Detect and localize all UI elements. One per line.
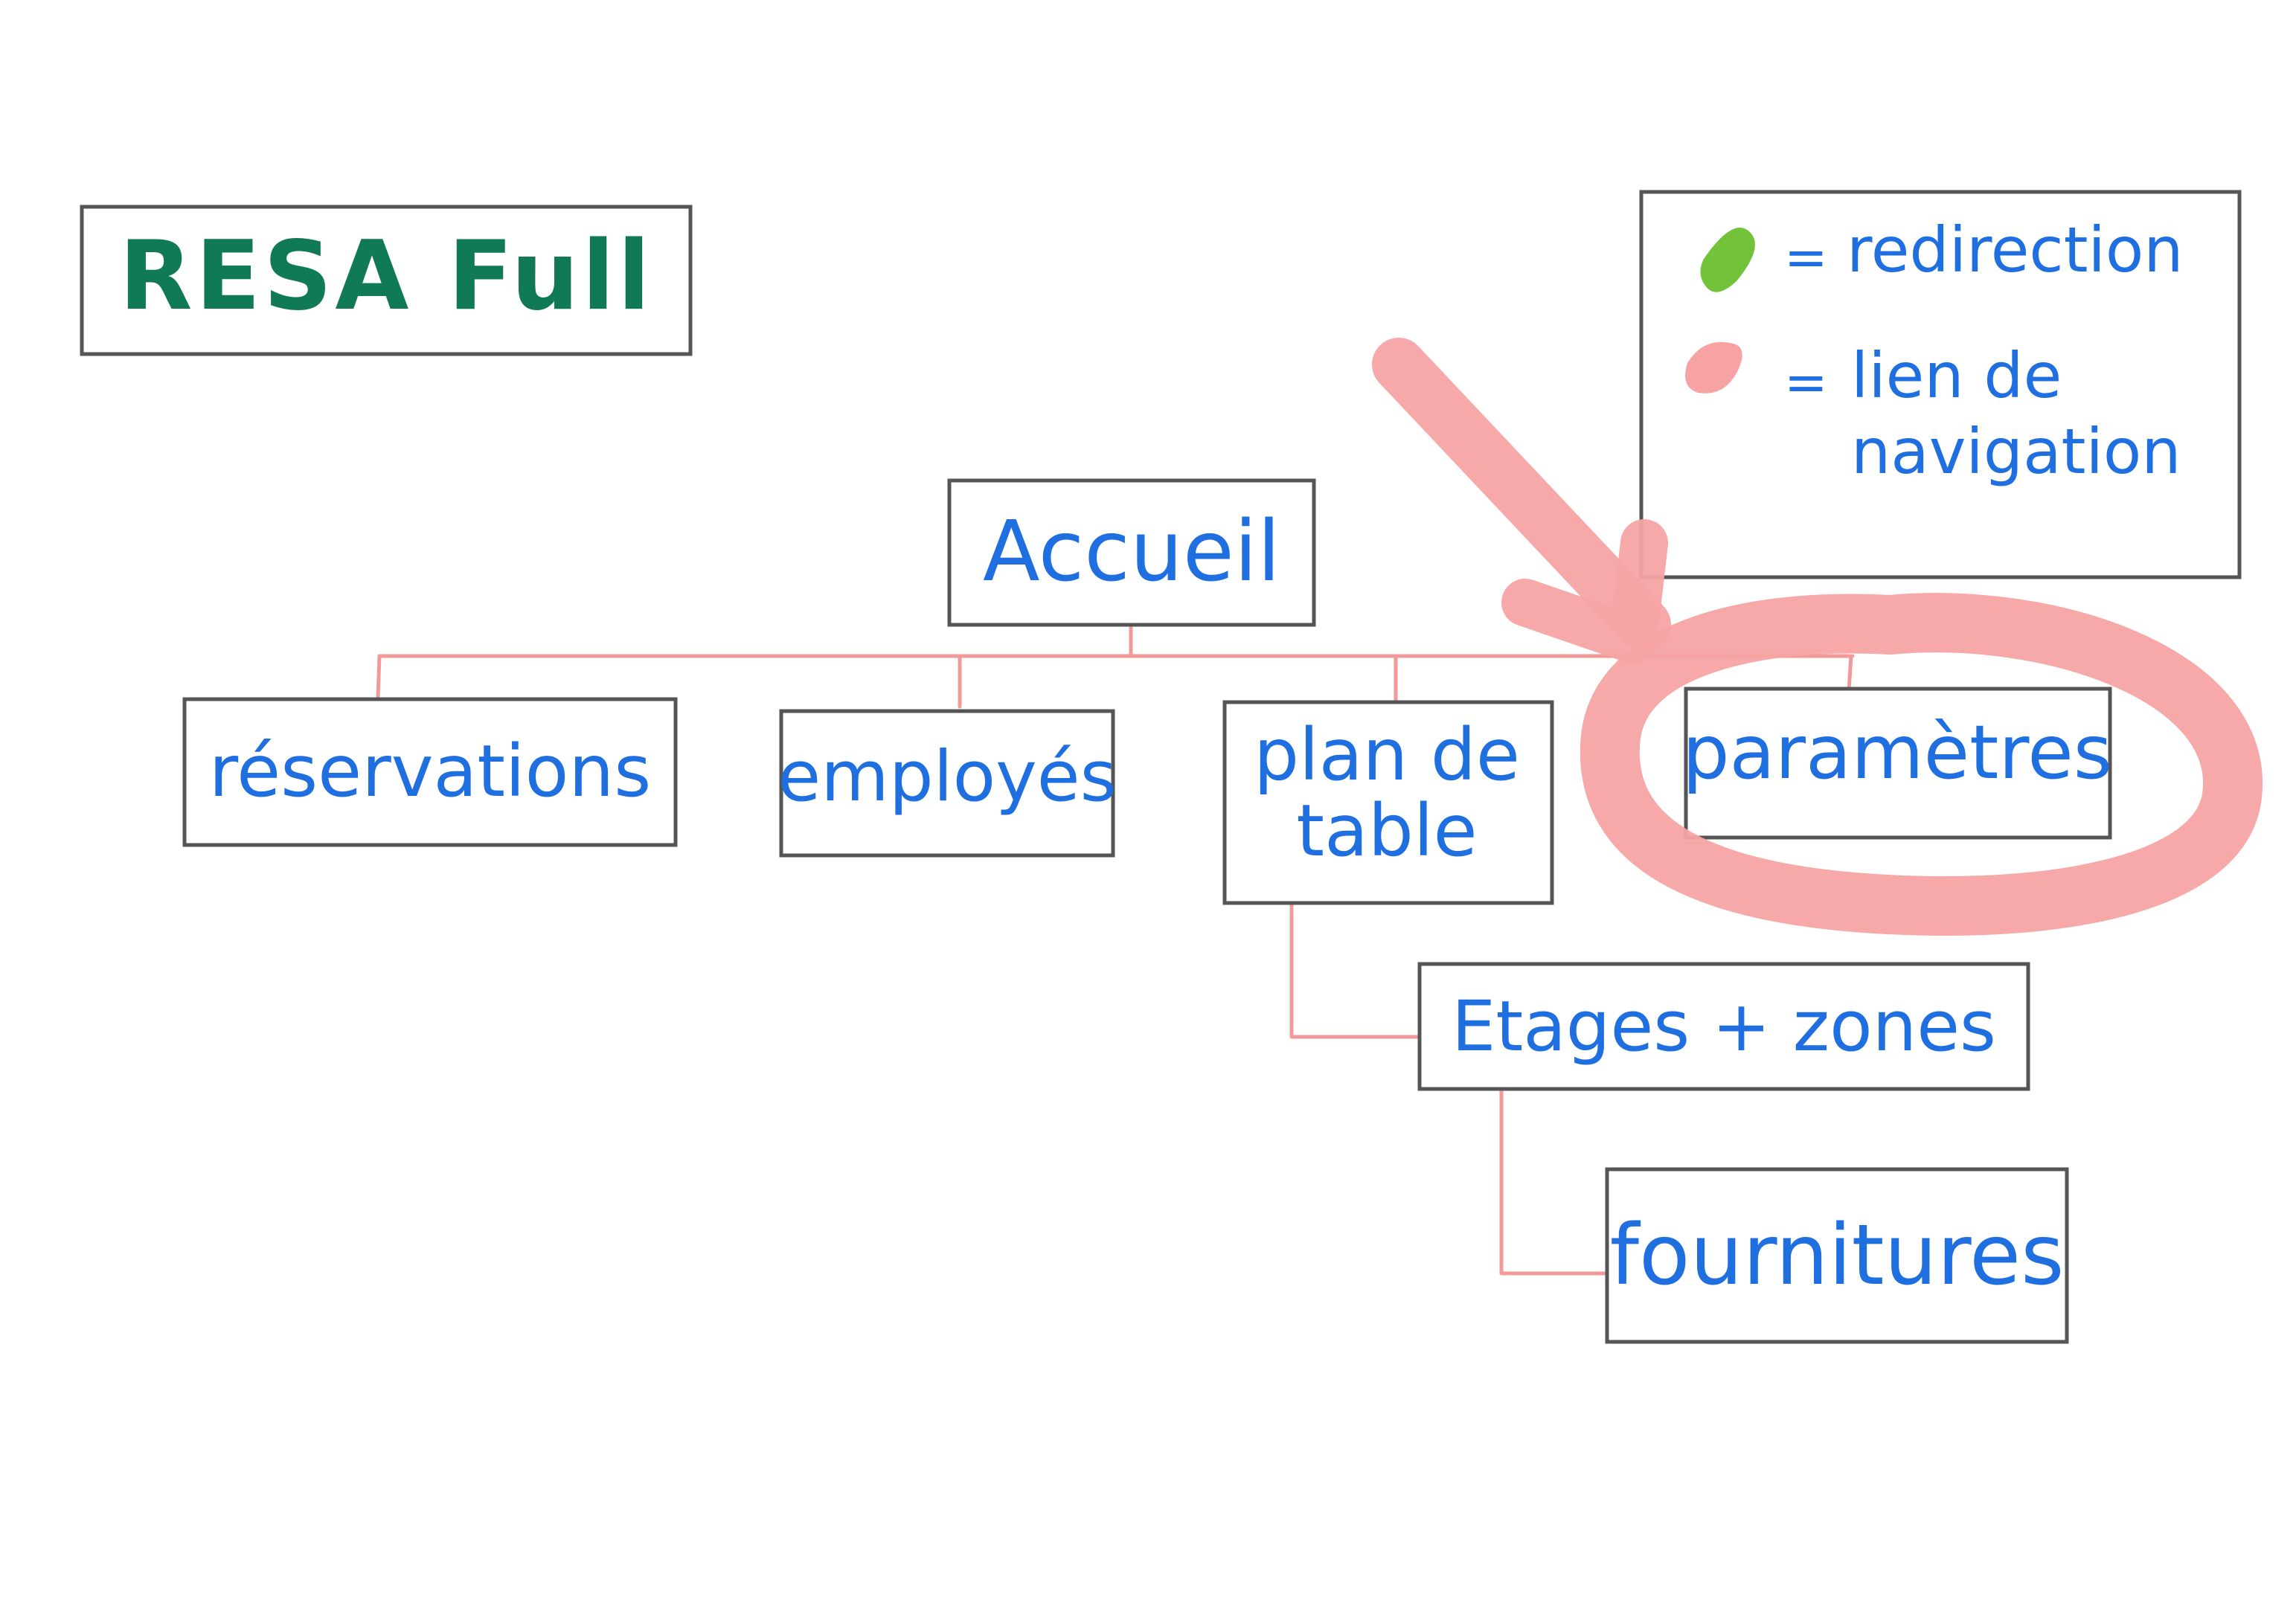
node-employes: employés xyxy=(777,709,1117,858)
legend-redirection-label: redirection xyxy=(1847,213,2183,286)
highlight-circle xyxy=(1580,593,2263,936)
link-to-parametres xyxy=(1847,654,1853,692)
link-plan-to-etages xyxy=(1289,901,1422,1039)
node-etages-zones-frame xyxy=(1417,962,2030,1091)
node-fournitures-label: fournitures xyxy=(1610,1207,2065,1304)
node-parametres: paramètres xyxy=(1682,687,2112,840)
node-reservations: réservations xyxy=(182,697,678,847)
highlight-annotation xyxy=(1372,338,2263,936)
node-accueil: Accueil xyxy=(947,478,1316,627)
node-parametres-label: paramètres xyxy=(1682,709,2112,796)
node-plan-de-table: plan de table xyxy=(1222,700,1554,905)
node-parametres-frame xyxy=(1684,687,2112,840)
highlight-arrow-shaft xyxy=(1372,338,1671,652)
node-fournitures-frame xyxy=(1605,1167,2069,1344)
legend-redirection-symbol: = xyxy=(1784,227,1828,288)
diagram-title: RESA Full xyxy=(119,221,653,332)
node-fournitures: fournitures xyxy=(1605,1167,2069,1344)
navigation-links xyxy=(376,623,1855,1276)
legend-navigation-label-line2: navigation xyxy=(1851,415,2181,488)
node-plan-de-table-line2: table xyxy=(1296,789,1477,872)
node-accueil-label: Accueil xyxy=(983,504,1280,600)
link-to-reservations xyxy=(376,654,382,700)
navigation-swatch-icon xyxy=(1685,341,1742,393)
title-box: RESA Full xyxy=(80,205,693,356)
node-employes-label: employés xyxy=(777,736,1116,817)
node-reservations-label: réservations xyxy=(209,730,652,813)
node-plan-de-table-frame xyxy=(1222,700,1554,905)
node-etages-zones: Etages + zones xyxy=(1417,962,2030,1091)
redirection-swatch-icon xyxy=(1700,227,1755,292)
node-reservations-frame xyxy=(182,697,678,847)
node-plan-de-table-line1: plan de xyxy=(1254,713,1520,797)
highlight-arrow-head xyxy=(1501,519,1668,663)
legend-navigation-symbol: = xyxy=(1784,352,1828,413)
node-etages-zones-label: Etages + zones xyxy=(1452,986,1996,1067)
link-etages-to-fournitures xyxy=(1499,1085,1608,1276)
node-employes-frame xyxy=(779,709,1115,858)
title-frame xyxy=(80,205,693,356)
node-accueil-frame xyxy=(947,478,1316,627)
legend-box: = redirection = lien de navigation xyxy=(1639,190,2242,579)
legend-navigation-label: lien de xyxy=(1851,339,2062,412)
